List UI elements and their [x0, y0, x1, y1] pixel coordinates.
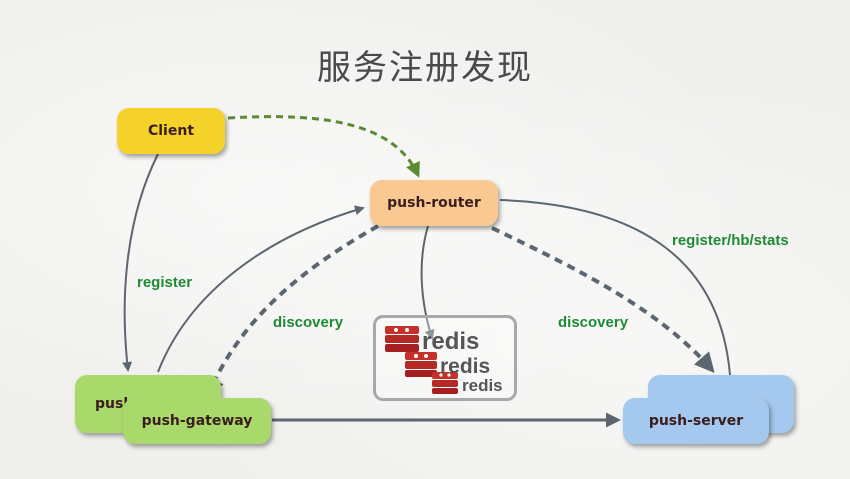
edge-label-discovery-left: discovery — [273, 314, 344, 331]
edge-client-router — [227, 115, 420, 178]
edge-router-redis — [420, 225, 435, 340]
edge-label-register-hb-stats: register/hb/stats — [672, 232, 789, 249]
redis-text-1: redis — [422, 328, 480, 355]
push-router-label: push-router — [387, 195, 481, 211]
page-title: 服务注册发现 — [317, 48, 533, 88]
edge-label-discovery-right: discovery — [558, 314, 629, 331]
redis-icon — [432, 372, 458, 394]
edge-gateway-router — [157, 205, 365, 373]
push-gateway-node[interactable]: push-gateway — [123, 398, 271, 444]
client-label: Client — [147, 123, 195, 139]
push-server-label: push-server — [648, 413, 744, 429]
edge-label-register: register — [137, 274, 193, 291]
redis-text-2: redis — [440, 355, 491, 378]
client-node[interactable]: Client — [117, 108, 225, 154]
edge-server-router — [499, 199, 731, 376]
push-server-node[interactable]: push-server — [623, 398, 769, 444]
redis-icon — [405, 352, 437, 377]
edge-router-gateway-discovery — [205, 224, 379, 399]
push-gateway-label: push-gateway — [141, 413, 253, 429]
edge-router-server-discovery — [491, 226, 715, 374]
push-router-node[interactable]: push-router — [370, 180, 498, 226]
edge-client-gateway — [122, 153, 159, 372]
redis-icon — [385, 326, 419, 352]
redis-text-3: redis — [462, 376, 503, 395]
redis-logos — [385, 326, 458, 394]
